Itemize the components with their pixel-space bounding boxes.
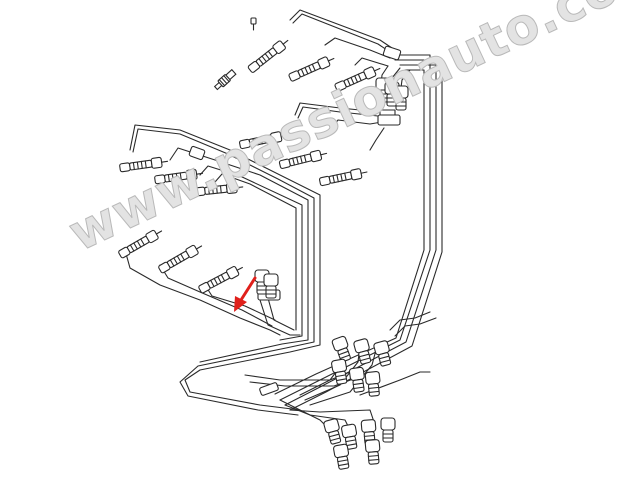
spark-plug-boot bbox=[246, 35, 383, 94]
spark-plug-boot bbox=[118, 155, 244, 198]
small-fitting bbox=[250, 17, 257, 31]
pointer-arrow bbox=[234, 276, 257, 312]
harness-clip bbox=[188, 45, 402, 396]
spark-plug-boot bbox=[238, 129, 369, 188]
coil-connector bbox=[330, 335, 394, 398]
middle-wire-group bbox=[294, 102, 396, 151]
harness-trunk bbox=[274, 54, 443, 411]
spark-plug bbox=[212, 68, 238, 92]
lower-loop-group bbox=[179, 329, 357, 416]
left-upper-wire-group bbox=[129, 124, 321, 331]
coil-connector bbox=[322, 417, 396, 471]
